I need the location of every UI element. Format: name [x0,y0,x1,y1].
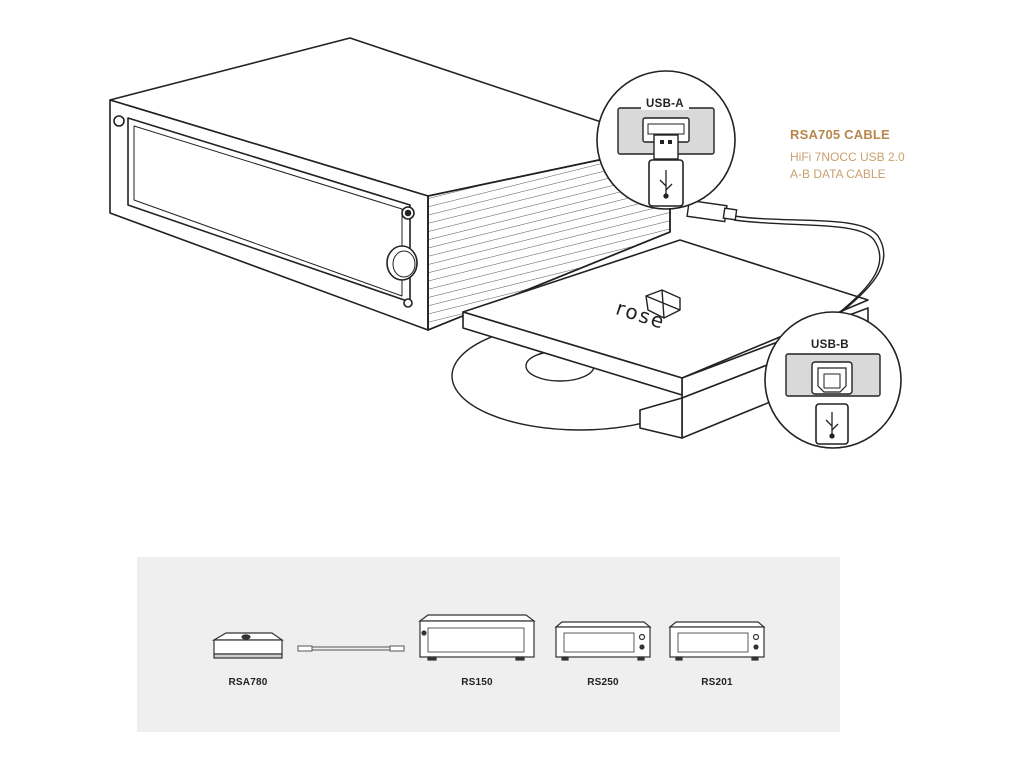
cable-desc-line1: HiFi 7NOCC USB 2.0 [790,150,905,164]
rose-logo-icon [645,289,681,319]
usb-cable [686,199,885,321]
cable-description: HiFi 7NOCC USB 2.0 A-B DATA CABLE [790,149,980,183]
product-label-rsa780: RSA780 [228,677,268,688]
usb-trident-icon [659,170,673,199]
rs250-thumbnail [554,621,652,661]
usb-b-label: USB-B [806,339,854,351]
usb-b-callout [764,311,902,449]
mini-cable [297,645,405,652]
rsa780-thumbnail [211,632,284,659]
usb-a-callout [596,70,736,210]
headphone-jack [403,298,413,308]
product-label-rs250: RS250 [587,677,619,688]
power-button [113,115,125,127]
usb-a-label: USB-A [641,98,689,110]
cable-title: RSA705 CABLE [790,127,890,142]
rs201-thumbnail [668,621,766,661]
rs150-thumbnail [418,614,536,661]
cable-desc-line2: A-B DATA CABLE [790,167,886,181]
product-label-rs150: RS150 [461,677,493,688]
usb-trident-icon [825,412,839,439]
streamer-device [109,37,671,331]
product-label-rs201: RS201 [701,677,733,688]
